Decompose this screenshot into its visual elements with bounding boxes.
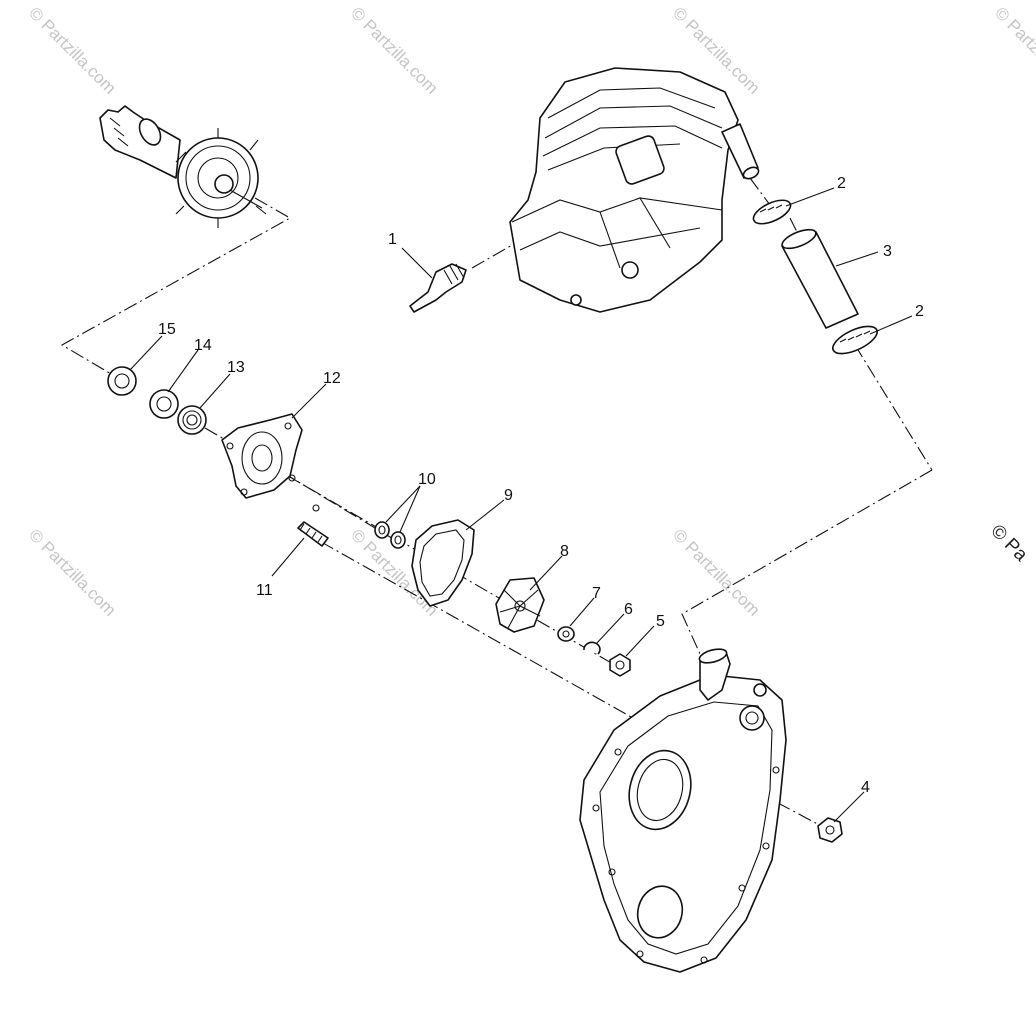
part-washers [374, 521, 406, 549]
part-hose-clamp-lower [832, 325, 878, 355]
part-bearing-14 [149, 389, 179, 419]
callout-4: 4 [861, 779, 870, 796]
callout-15: 15 [158, 321, 176, 338]
callout-9: 9 [504, 487, 513, 504]
callout-6: 6 [624, 601, 633, 618]
part-circlip-6 [583, 641, 601, 655]
part-washer-7 [557, 626, 575, 642]
callout-3: 3 [883, 243, 892, 260]
callout-11: 11 [256, 582, 273, 599]
callouts: 1 2 3 2 4 5 6 7 8 9 10 11 12 13 14 15 [158, 175, 924, 796]
watermark: © Partzilla.com [991, 3, 1036, 97]
crankcase-cover [579, 648, 787, 973]
cylinder-head [509, 67, 760, 313]
part-gasket [411, 519, 475, 607]
callout-2-upper: 2 [837, 175, 846, 192]
callout-5: 5 [656, 613, 665, 630]
part-hose-clamp-upper [752, 199, 792, 225]
part-coolant-hose [781, 228, 859, 329]
part-bearing-15 [107, 366, 137, 396]
part-nut-4 [817, 817, 843, 843]
leader-lines [129, 187, 913, 823]
part-pump-housing [221, 413, 320, 512]
watermark: © Partzilla.com [25, 3, 119, 97]
watermark: © Partzilla.com [669, 525, 763, 619]
watermark-partial: © Pa [986, 521, 1031, 566]
part-oil-seal-13 [177, 405, 207, 435]
callout-12: 12 [323, 370, 341, 387]
part-stud [297, 521, 329, 547]
watermarks: © Partzilla.com © Partzilla.com © Partzi… [25, 3, 1036, 619]
callout-2-lower: 2 [915, 303, 924, 320]
callout-14: 14 [194, 337, 212, 354]
watermark: © Partzilla.com [25, 525, 119, 619]
callout-13: 13 [227, 359, 245, 376]
part-nut-5 [609, 653, 631, 677]
part-temperature-sensor [409, 263, 467, 313]
callout-7: 7 [592, 585, 601, 602]
starter-gear-assembly [99, 105, 267, 228]
part-impeller [495, 577, 545, 633]
watermark: © Partzilla.com [347, 3, 441, 97]
callout-1: 1 [388, 231, 397, 248]
callout-10: 10 [418, 471, 436, 488]
callout-8: 8 [560, 543, 569, 560]
